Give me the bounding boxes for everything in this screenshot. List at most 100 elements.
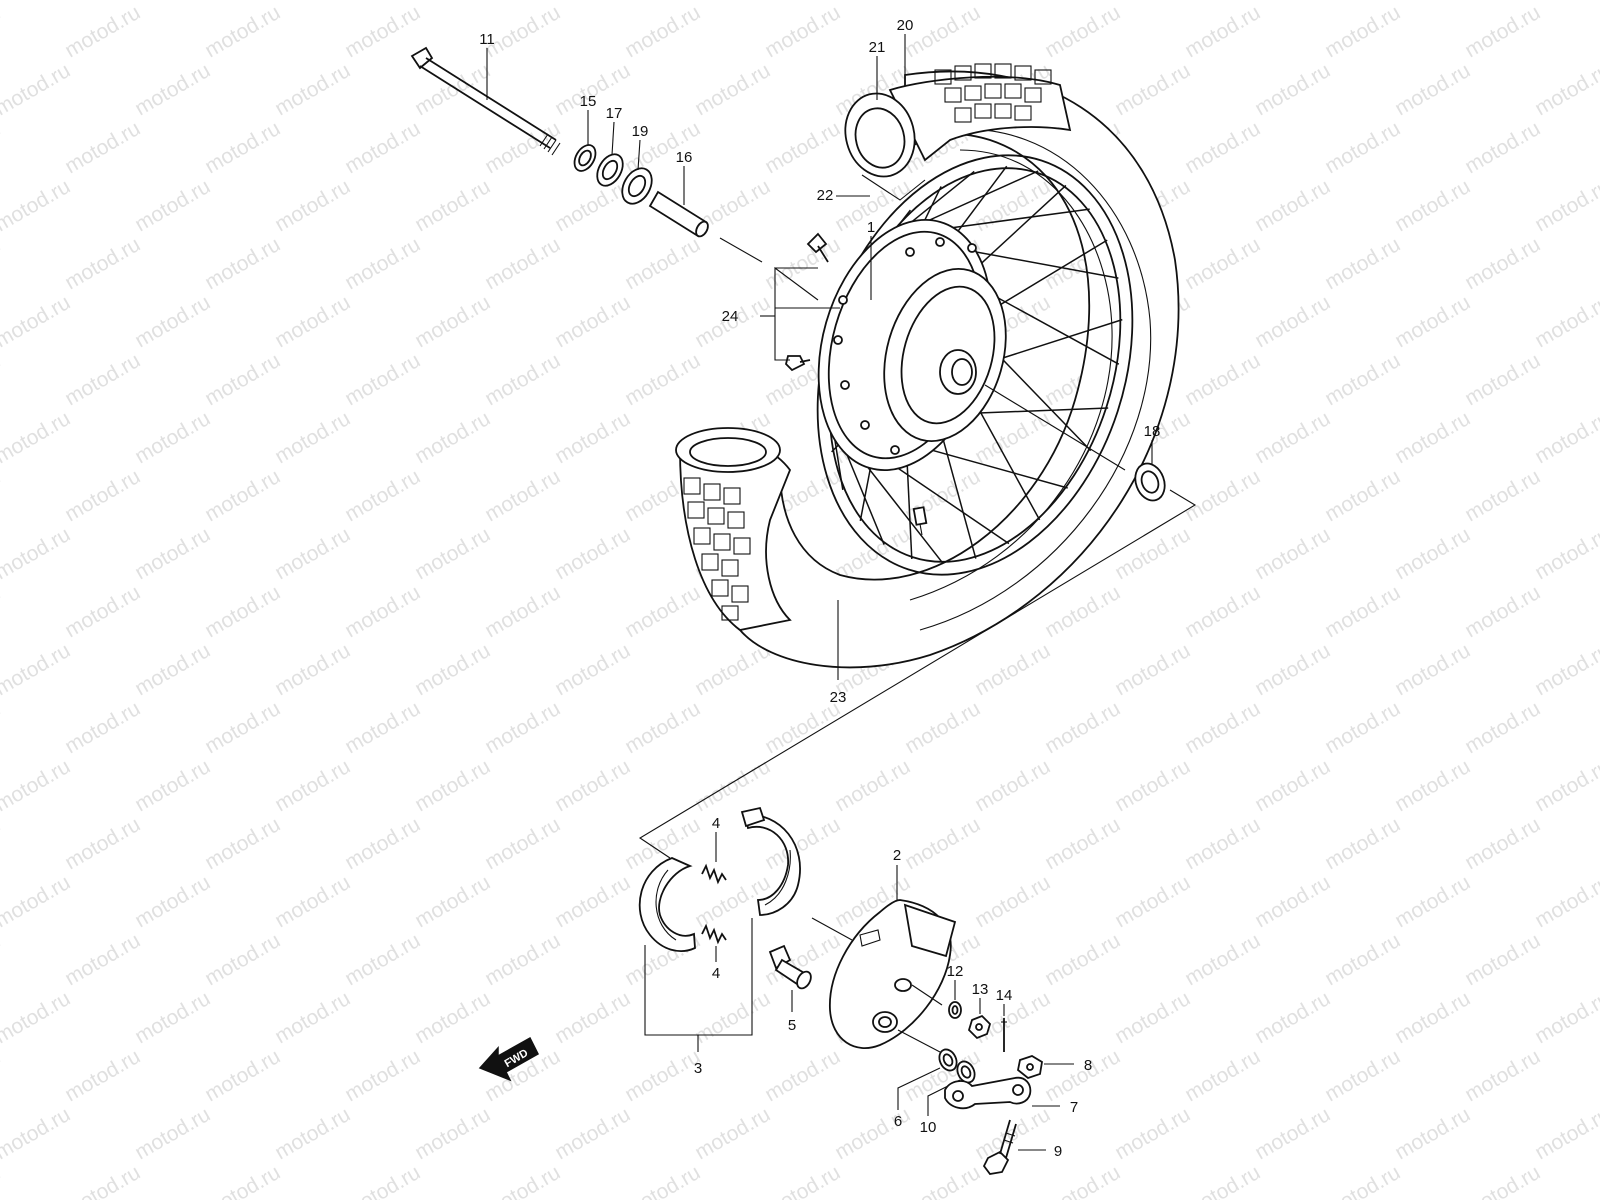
nut-13 bbox=[967, 1014, 992, 1040]
spoke bbox=[956, 407, 1109, 415]
watermark-text: motod.ru bbox=[1181, 233, 1264, 294]
watermark-text: motod.ru bbox=[551, 1103, 634, 1164]
watermark-text: motod.ru bbox=[1531, 291, 1600, 352]
watermark-text: motod.ru bbox=[0, 639, 74, 700]
hub-1 bbox=[817, 218, 1007, 472]
watermark-text: motod.ru bbox=[1531, 175, 1600, 236]
spring-4-lower bbox=[701, 923, 727, 945]
watermark-text: motod.ru bbox=[1391, 639, 1474, 700]
watermark-text: motod.ru bbox=[1111, 871, 1194, 932]
watermark-text: motod.ru bbox=[1461, 1161, 1544, 1200]
spoke bbox=[937, 208, 1090, 231]
callout-2: 2 bbox=[893, 847, 901, 864]
watermark-text: motod.ru bbox=[201, 581, 284, 642]
watermark-text: motod.ru bbox=[0, 523, 74, 584]
watermark-text: motod.ru bbox=[131, 639, 214, 700]
watermark-text: motod.ru bbox=[621, 1045, 704, 1106]
watermark-text: motod.ru bbox=[1181, 697, 1264, 758]
watermark-text: motod.ru bbox=[271, 871, 354, 932]
watermark-text: motod.ru bbox=[0, 1103, 74, 1164]
watermark-text: motod.ru bbox=[0, 0, 74, 4]
watermark-text: motod.ru bbox=[901, 465, 984, 526]
watermark-text: motod.ru bbox=[201, 1161, 284, 1200]
watermark-text: motod.ru bbox=[1111, 987, 1194, 1048]
callout-5: 5 bbox=[788, 1017, 796, 1034]
watermark-text: motod.ru bbox=[1251, 59, 1334, 120]
callout-9: 9 bbox=[1054, 1143, 1062, 1160]
watermark-text: motod.ru bbox=[411, 871, 494, 932]
washer-6 bbox=[938, 1048, 958, 1072]
spoke bbox=[966, 249, 1119, 279]
watermark-text: motod.ru bbox=[0, 407, 74, 468]
watermark-text: motod.ru bbox=[131, 755, 214, 816]
watermark-text: motod.ru bbox=[1461, 929, 1544, 990]
watermark-text: motod.ru bbox=[61, 117, 144, 178]
watermark-text: motod.ru bbox=[691, 987, 774, 1048]
watermark-text: motod.ru bbox=[0, 755, 74, 816]
watermark-text: motod.ru bbox=[551, 407, 634, 468]
watermark-text: motod.ru bbox=[341, 233, 424, 294]
spoke bbox=[924, 447, 1068, 489]
watermark-text: motod.ru bbox=[621, 581, 704, 642]
watermark-text: motod.ru bbox=[1251, 987, 1334, 1048]
watermark-text: motod.ru bbox=[411, 1103, 494, 1164]
watermark-text: motod.ru bbox=[551, 175, 634, 236]
watermark-text: motod.ru bbox=[621, 1161, 704, 1200]
watermark-text: motod.ru bbox=[691, 755, 774, 816]
watermark-text: motod.ru bbox=[1181, 813, 1264, 874]
watermark-text: motod.ru bbox=[1531, 0, 1600, 4]
watermark-text: motod.ru bbox=[411, 639, 494, 700]
watermark-text: motod.ru bbox=[0, 1, 4, 62]
watermark-text: motod.ru bbox=[131, 291, 214, 352]
watermark-text: motod.ru bbox=[0, 175, 74, 236]
watermark-text: motod.ru bbox=[1391, 1103, 1474, 1164]
spoke bbox=[855, 452, 944, 565]
pin-14 bbox=[1001, 1018, 1007, 1052]
watermark-text: motod.ru bbox=[971, 871, 1054, 932]
watermark-text: motod.ru bbox=[341, 465, 424, 526]
watermark-text: motod.ru bbox=[61, 1045, 144, 1106]
callout-21: 21 bbox=[869, 39, 886, 56]
watermark-text: motod.ru bbox=[1321, 233, 1404, 294]
watermark-text: motod.ru bbox=[1461, 697, 1544, 758]
watermark-text: motod.ru bbox=[0, 349, 4, 410]
watermark-text: motod.ru bbox=[551, 0, 634, 4]
watermark-text: motod.ru bbox=[481, 1161, 564, 1200]
watermark-text: motod.ru bbox=[61, 581, 144, 642]
watermark-text: motod.ru bbox=[1111, 0, 1194, 4]
watermark-text: motod.ru bbox=[971, 755, 1054, 816]
callout-4-lower: 4 bbox=[712, 965, 720, 982]
watermark-text: motod.ru bbox=[481, 581, 564, 642]
watermark-text: motod.ru bbox=[341, 117, 424, 178]
bolt-24-lower bbox=[785, 355, 811, 372]
watermark-text: motod.ru bbox=[1041, 1161, 1124, 1200]
watermark-text: motod.ru bbox=[201, 465, 284, 526]
watermark-text: motod.ru bbox=[1041, 1, 1124, 62]
watermark-text: motod.ru bbox=[1321, 349, 1404, 410]
watermark-text: motod.ru bbox=[0, 465, 4, 526]
watermark-text: motod.ru bbox=[1181, 465, 1264, 526]
watermark-text: motod.ru bbox=[1251, 871, 1334, 932]
cam-shaft-5 bbox=[768, 944, 812, 990]
callout-7: 7 bbox=[1070, 1099, 1078, 1116]
watermark-text: motod.ru bbox=[761, 1045, 844, 1106]
watermark-text: motod.ru bbox=[61, 349, 144, 410]
watermark-text: motod.ru bbox=[1321, 581, 1404, 642]
watermark-text: motod.ru bbox=[551, 871, 634, 932]
callout-23: 23 bbox=[830, 689, 847, 706]
watermark-text: motod.ru bbox=[761, 697, 844, 758]
watermark-text: motod.ru bbox=[1181, 117, 1264, 178]
watermark-text: motod.ru bbox=[271, 523, 354, 584]
watermark-text: motod.ru bbox=[271, 0, 354, 4]
watermark-text: motod.ru bbox=[271, 755, 354, 816]
watermark-text: motod.ru bbox=[0, 929, 4, 990]
watermark-text: motod.ru bbox=[271, 1103, 354, 1164]
watermark-text: motod.ru bbox=[761, 233, 844, 294]
watermark-text: motod.ru bbox=[341, 1, 424, 62]
spacer-tube-16 bbox=[648, 190, 709, 238]
watermark-text: motod.ru bbox=[131, 523, 214, 584]
watermark-text: motod.ru bbox=[341, 581, 424, 642]
watermark-text: motod.ru bbox=[1181, 1161, 1264, 1200]
watermark-text: motod.ru bbox=[1321, 1161, 1404, 1200]
watermark-text: motod.ru bbox=[0, 291, 74, 352]
